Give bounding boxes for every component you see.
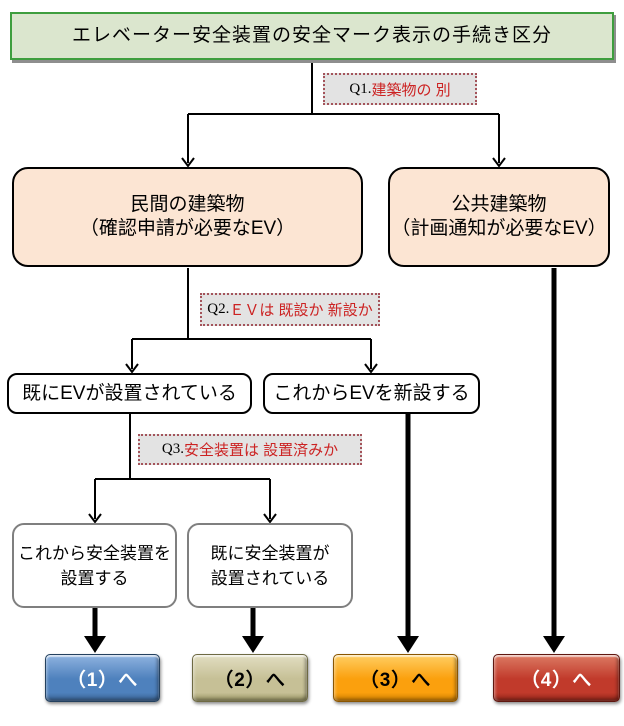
goto-3-button[interactable]: （3）へ [333,654,458,702]
arrow-to-button-4 [543,268,565,653]
node-device-installed-line1: 既に安全装置が [210,543,330,563]
node-public-building: 公共建築物 （計画通知が必要なEV） [388,167,610,267]
branch-q2 [125,268,378,374]
arrow-to-button-1 [84,608,106,653]
node-ev-existing-label: 既にEVが設置されている [22,382,237,404]
goto-4-button[interactable]: （4）へ [493,654,620,702]
arrow-to-button-3 [397,414,419,653]
q2-text: ＥＶは 既設か 新設か [229,302,373,319]
branch-q3 [88,414,277,524]
q3-prefix: Q3. [161,441,184,457]
goto-1-button-label: （1）へ [66,669,139,691]
node-ev-existing: 既にEVが設置されている [7,373,252,414]
goto-4-button-label: （4）へ [520,669,593,691]
node-device-installed-line2: 設置されている [210,568,330,588]
flowchart-title-text: エレベーター安全装置の安全マーク表示の手続き区分 [71,25,552,47]
question-label-q3: Q3.安全装置は 設置済みか [138,434,362,465]
q1-text: 建築物の 別 [371,81,451,99]
goto-2-button-label: （2）へ [214,669,286,691]
node-device-to-install: これから安全装置を 設置する [12,523,177,608]
node-device-to-install-line2: 設置する [60,568,129,588]
node-private-building: 民間の建築物 （確認申請が必要なEV） [12,167,363,267]
question-label-q1: Q1.建築物の 別 [323,73,477,105]
goto-3-button-label: （3）へ [359,669,432,691]
node-ev-new: これからEVを新設する [263,373,480,414]
question-label-q2: Q2.ＥＶは 既設か 新設か [200,293,380,326]
node-private-building-line2: （確認申請が必要なEV） [79,218,296,239]
arrow-to-button-2 [242,608,264,653]
node-private-building-line1: 民間の建築物 [130,194,245,215]
node-public-building-line1: 公共建築物 [451,194,547,215]
goto-2-button[interactable]: （2）へ [192,654,308,702]
flowchart-title: エレベーター安全装置の安全マーク表示の手続き区分 [10,12,614,60]
q2-prefix: Q2. [207,301,230,317]
q3-text: 安全装置は 設置済みか [183,442,339,459]
node-public-building-line2: （計画通知が必要なEV） [391,218,607,239]
branch-q1 [181,62,506,168]
node-device-installed: 既に安全装置が 設置されている [187,523,353,608]
q1-prefix: Q1. [349,80,372,97]
node-ev-new-label: これからEVを新設する [273,382,470,404]
goto-1-button[interactable]: （1）へ [45,654,160,702]
node-device-to-install-line1: これから安全装置を [18,543,171,563]
